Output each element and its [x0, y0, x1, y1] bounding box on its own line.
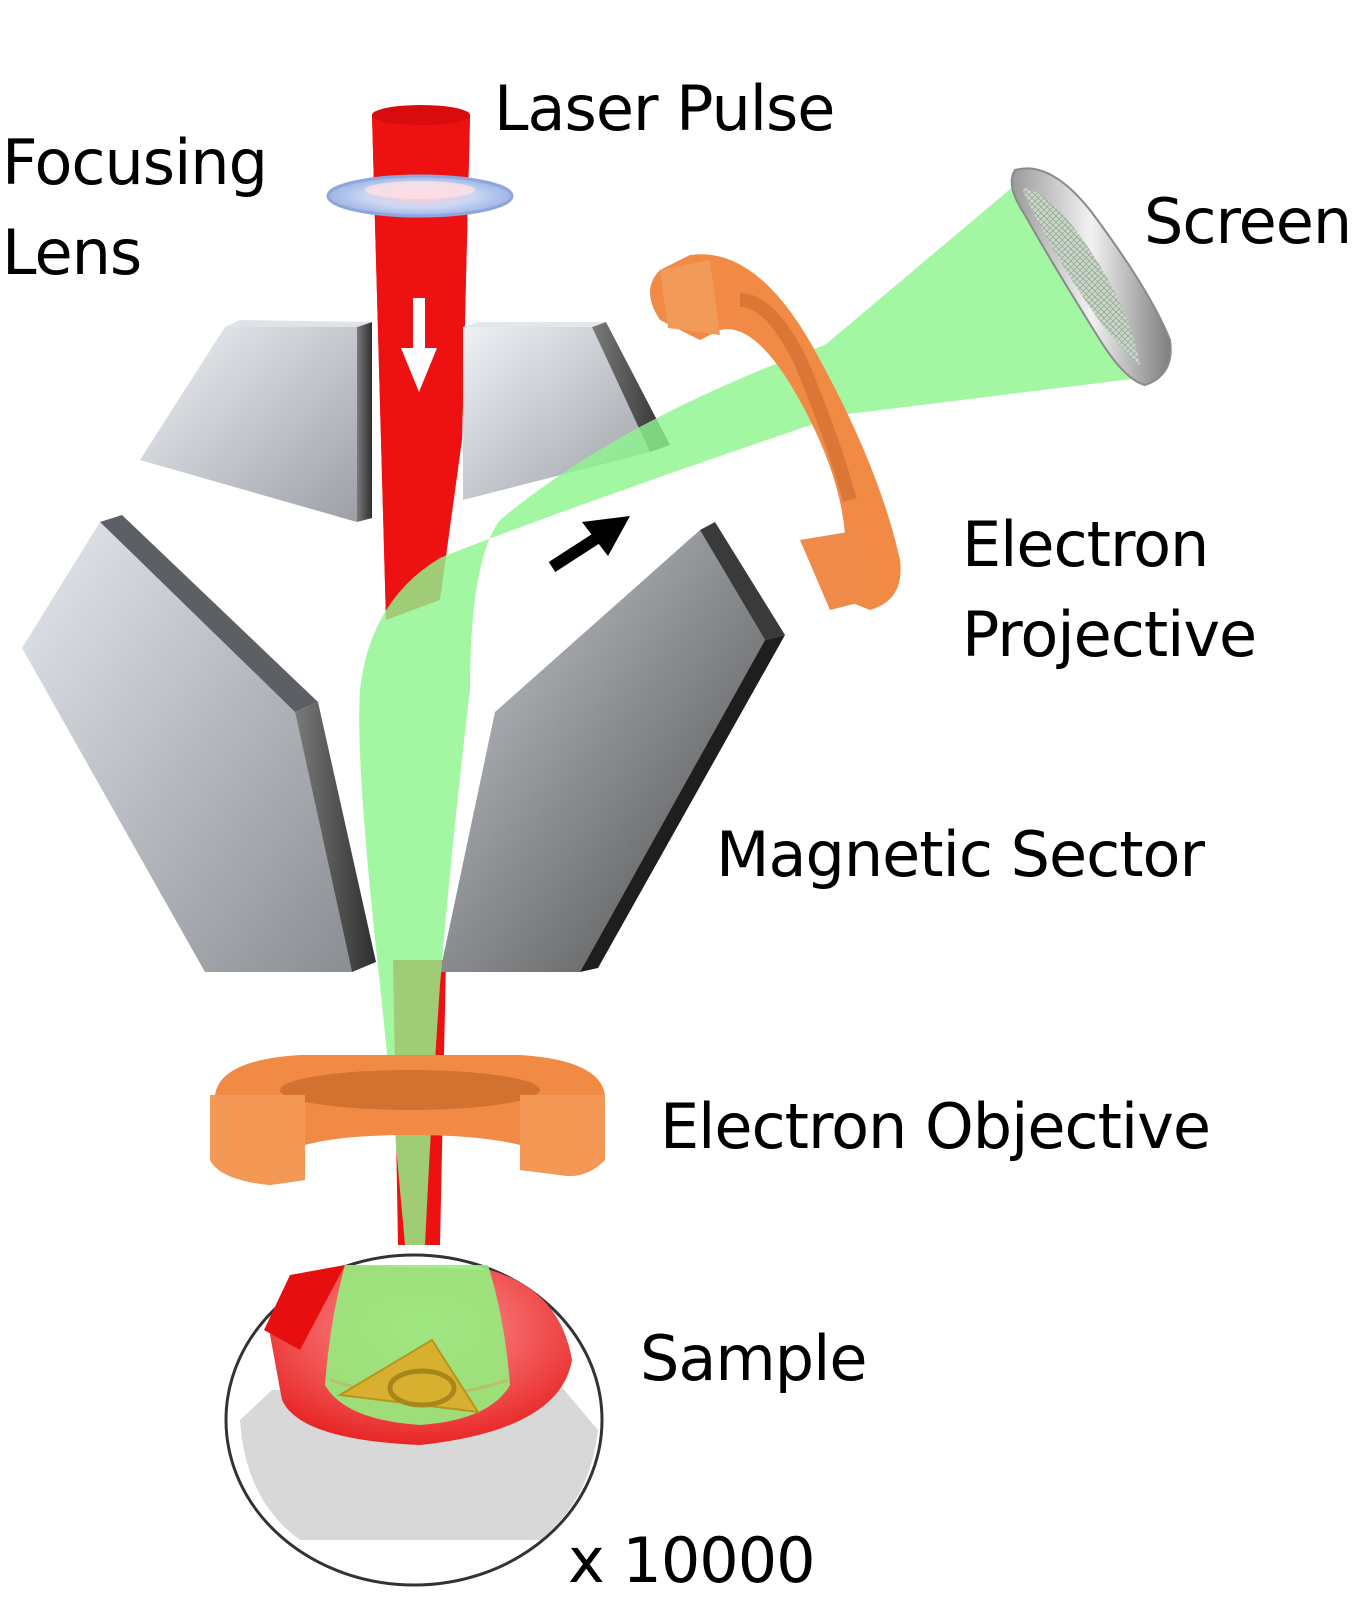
label-sample: Sample — [640, 1322, 867, 1395]
magnet-lower-right — [440, 522, 785, 972]
sample-magnified-view — [224, 1253, 604, 1587]
label-magnification: x 10000 — [568, 1524, 816, 1597]
electron-direction-arrow — [548, 516, 630, 573]
label-magnetic-sector: Magnetic Sector — [716, 818, 1205, 891]
focusing-lens — [326, 174, 514, 218]
label-electron-objective: Electron Objective — [660, 1090, 1211, 1163]
electron-beam — [359, 185, 1141, 1245]
magnet-upper-left — [140, 320, 372, 522]
electron-objective-coil — [210, 1055, 605, 1185]
electron-projective-coil — [650, 254, 901, 610]
laser-direction-arrow — [401, 298, 437, 392]
screen — [1010, 167, 1172, 387]
label-electron-projective-line2: Projective — [962, 598, 1257, 671]
label-focusing-lens-line2: Lens — [2, 216, 142, 289]
magnet-lower-left — [22, 515, 376, 972]
label-screen: Screen — [1144, 185, 1352, 258]
label-electron-projective-line1: Electron — [962, 508, 1209, 581]
label-laser-pulse: Laser Pulse — [494, 72, 835, 145]
label-focusing-lens-line1: Focusing — [2, 126, 268, 199]
